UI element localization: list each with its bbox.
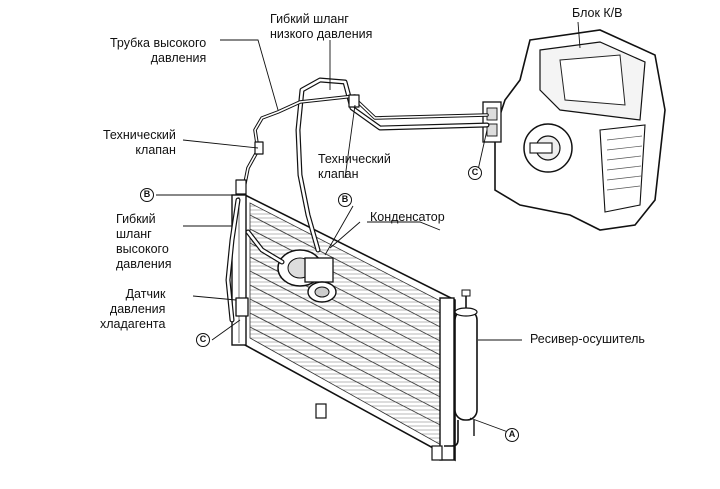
receiver-drier xyxy=(444,289,478,447)
marker-c-right: C xyxy=(468,166,482,180)
label-condenser: Конденсатор xyxy=(370,210,445,224)
refrigerant-lines xyxy=(225,77,490,323)
ac-unit-box xyxy=(482,29,666,231)
condenser-core xyxy=(231,193,456,462)
label-service-valve-center: Технический клапан xyxy=(318,152,391,181)
marker-a: A xyxy=(505,428,519,442)
label-ac-unit: Блок К/В xyxy=(572,6,623,20)
label-receiver-drier: Ресивер-осушитель xyxy=(530,332,645,346)
label-service-valve-left: Технический клапан xyxy=(103,128,176,157)
marker-c-left: C xyxy=(196,333,210,347)
marker-b-left: B xyxy=(140,188,154,202)
label-high-pressure-hose: Гибкий шланг высокого давления xyxy=(116,212,172,271)
marker-b-center: B xyxy=(338,193,352,207)
label-pressure-sensor: Датчик давления хладагента xyxy=(100,287,166,331)
label-high-pressure-pipe: Трубка высокого давления xyxy=(110,36,207,65)
label-low-pressure-hose: Гибкий шланг низкого давления xyxy=(270,12,373,41)
leader-lines xyxy=(156,21,581,433)
compressor-fitting xyxy=(277,249,337,303)
